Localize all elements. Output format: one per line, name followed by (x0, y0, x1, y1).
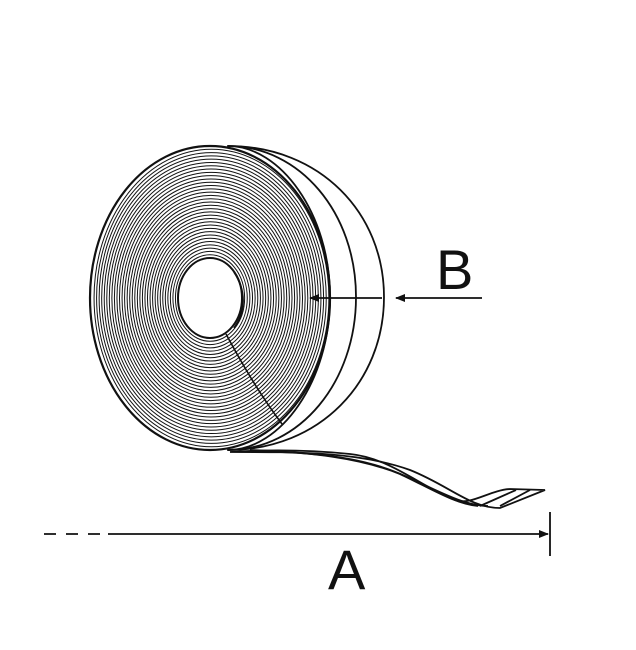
dimension-a-label: A (328, 538, 366, 601)
roll-core (177, 257, 244, 339)
tape-strip-outer (229, 449, 546, 509)
roll-layer-ring (139, 208, 282, 388)
roll-layer-ring (129, 194, 293, 402)
roll-layer-ring (146, 217, 275, 379)
roll-side-middle (227, 145, 357, 451)
roll-layer-ring (136, 204, 285, 392)
core-inner-edge (233, 271, 244, 329)
roll-layer-ring (172, 250, 248, 346)
roll-layer-ring (167, 244, 254, 352)
roll-layer-ring (159, 234, 261, 362)
roll-layer-ring (164, 241, 256, 355)
roll-layer-ring (126, 191, 296, 405)
roll-layer-ring (121, 185, 301, 411)
roll-layer-ring (157, 231, 264, 365)
roll-layer-ring (118, 181, 304, 415)
roll-layer-ring (154, 227, 267, 369)
roll-layer-ring (131, 198, 290, 398)
tape-strip-line-4 (499, 489, 531, 507)
tape-strip-line-3 (479, 489, 517, 507)
roll-layer-ring (149, 221, 272, 375)
roll-seam-line (225, 333, 283, 425)
roll-layer-ring (169, 247, 251, 349)
core-hole (177, 257, 243, 339)
tape-strip-line-2 (279, 451, 489, 507)
roll-layer-ring (116, 178, 306, 418)
roll-layer-ring (152, 224, 269, 372)
tape-strip (229, 449, 546, 509)
dimension-b-label: B (436, 238, 473, 301)
roll-layer-ring (144, 214, 277, 382)
roll-layer-ring (134, 201, 288, 395)
dimension-a (44, 512, 551, 556)
roll-layer-ring (162, 237, 259, 359)
roll-layer-ring (113, 175, 309, 421)
roll-layer-ring (141, 211, 280, 385)
roll-layer-ring (124, 188, 298, 408)
roll-layer-ring (174, 254, 246, 342)
